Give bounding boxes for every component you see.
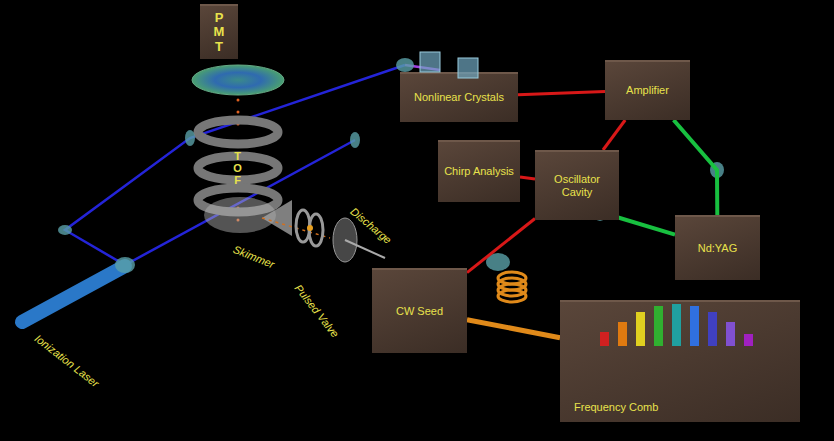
instrument-box: CW Seed [372, 268, 467, 353]
instrument-label: CW Seed [396, 305, 443, 318]
instrument-box: Amplifier [605, 60, 690, 120]
instrument-label: Chirp Analysis [444, 165, 514, 178]
instrument-box: Nd:YAG [675, 215, 760, 280]
part-label: Pulsed Valve [293, 282, 342, 340]
instrument-box: Chirp Analysis [438, 140, 520, 202]
laser-beam [603, 120, 625, 150]
instrument-label: Amplifier [626, 84, 669, 97]
instrument-label: Frequency Comb [574, 401, 658, 414]
laser-beam [674, 120, 718, 215]
laser-beam [520, 177, 535, 179]
instrument-label: Nd:YAG [698, 242, 738, 255]
instrument-box: Nonlinear Crystals [400, 72, 518, 122]
instrument-label: Nonlinear Crystals [414, 91, 504, 104]
laser-label: Ionization Laser [33, 332, 102, 389]
tof-label: TOF [232, 150, 243, 186]
instrument-label: PMT [213, 11, 226, 54]
detector-box: PMT [200, 4, 238, 59]
instrument-label: Oscillator Cavity [541, 173, 613, 199]
laser-beam [467, 320, 560, 338]
laser-beam [467, 219, 535, 273]
laser-beam [518, 92, 605, 95]
instrument-box: Oscillator Cavity [535, 150, 619, 220]
part-label: Skimmer [232, 243, 277, 270]
